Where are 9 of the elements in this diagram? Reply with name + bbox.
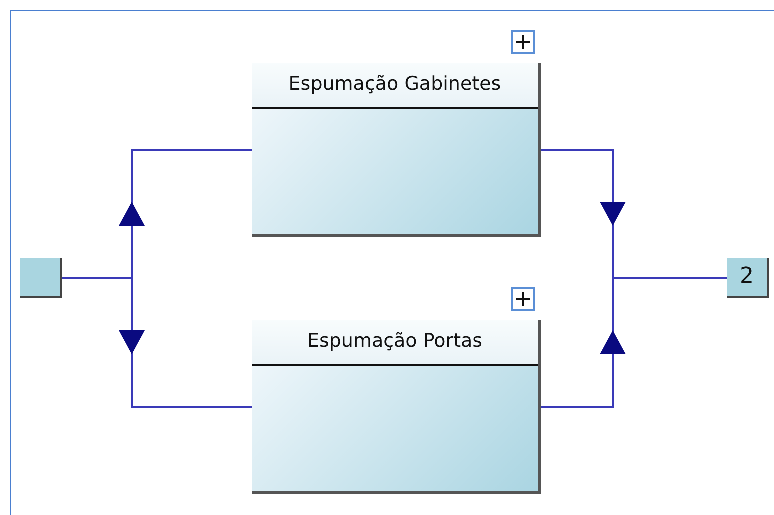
process-box xyxy=(252,63,541,237)
start-box xyxy=(20,258,62,298)
process-title: Espumação Gabinetes xyxy=(288,73,502,95)
connector-box xyxy=(727,258,769,298)
connector-arrow xyxy=(541,277,727,408)
connector-number: 2 xyxy=(739,264,755,289)
process-box xyxy=(252,320,541,494)
process-title: Espumação Portas xyxy=(306,330,484,352)
connector-arrow xyxy=(62,277,252,408)
